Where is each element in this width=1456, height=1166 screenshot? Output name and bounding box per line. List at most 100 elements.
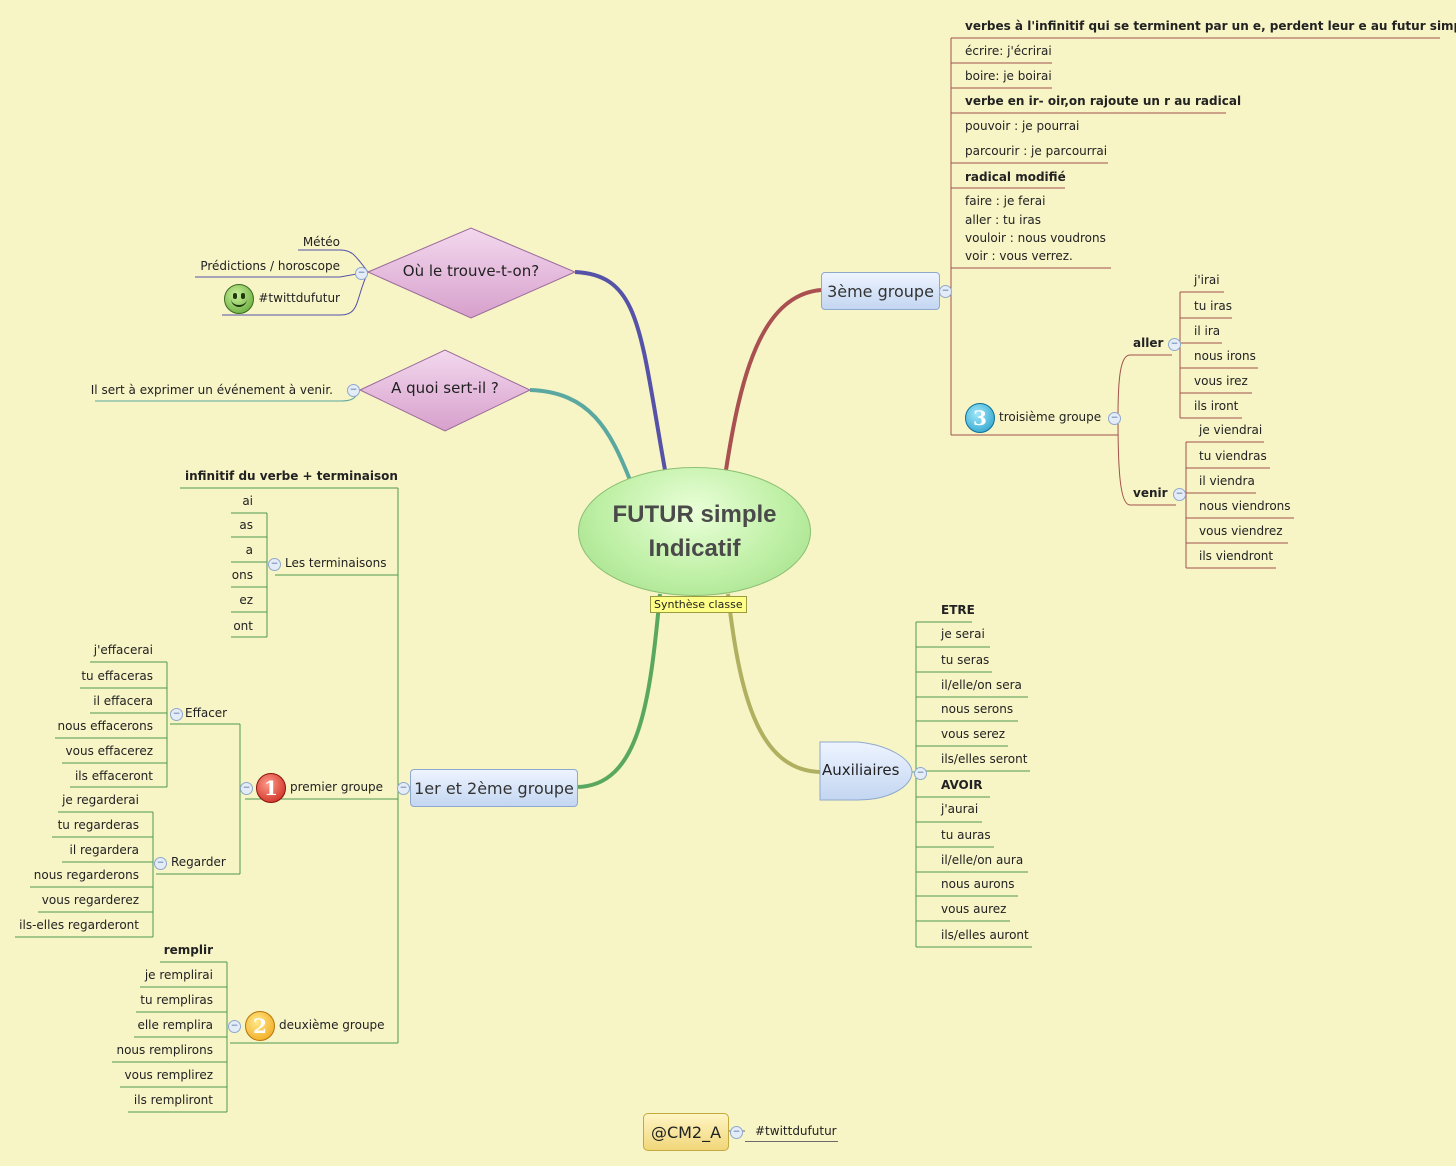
avoir-label[interactable]: AVOIR [941, 778, 983, 792]
aller-form[interactable]: tu iras [1194, 299, 1232, 313]
terminaison[interactable]: ai [242, 494, 253, 508]
footer-tag[interactable]: #twittdufutur [755, 1124, 837, 1138]
g3-example[interactable]: aller : tu iras [965, 213, 1042, 227]
collapse-icon[interactable]: − [914, 767, 927, 780]
g3-rule-1[interactable]: verbes à l'infinitif qui se terminent pa… [965, 19, 1456, 33]
etre-form[interactable]: je serai [941, 627, 985, 641]
collapse-icon[interactable]: − [939, 285, 952, 298]
terminaison[interactable]: ez [239, 593, 253, 607]
etre-form[interactable]: ils/elles seront [941, 752, 1028, 766]
etre-form[interactable]: il/elle/on sera [941, 678, 1022, 692]
regarder-form[interactable]: ils-elles regarderont [19, 918, 139, 932]
ou-topic-title[interactable]: Où le trouve-t-on? [402, 262, 540, 280]
terminaisons-label[interactable]: Les terminaisons [285, 556, 387, 570]
aller-form[interactable]: il ira [1194, 324, 1221, 338]
regarder-form[interactable]: je regarderai [62, 793, 139, 807]
collapse-icon[interactable]: − [730, 1126, 743, 1139]
terminaison[interactable]: ons [231, 568, 253, 582]
terminaison[interactable]: as [239, 518, 253, 532]
effacer-form[interactable]: nous effacerons [57, 719, 153, 733]
etre-form[interactable]: vous serez [941, 727, 1006, 741]
venir-label[interactable]: venir [1133, 486, 1168, 500]
g3-example[interactable]: boire: je boirai [965, 69, 1052, 83]
collapse-icon[interactable]: − [240, 782, 253, 795]
g3-example[interactable]: parcourir : je parcourrai [965, 144, 1108, 158]
avoir-form[interactable]: vous aurez [941, 902, 1007, 916]
collapse-icon[interactable]: − [268, 558, 281, 571]
remplir-form[interactable]: elle remplira [137, 1018, 213, 1032]
venir-form[interactable]: je viendrai [1199, 423, 1263, 437]
g3-example[interactable]: écrire: j'écrirai [965, 44, 1052, 58]
floating-topic-cm2[interactable]: @CM2_A [643, 1113, 729, 1151]
g12-topic[interactable]: 1er et 2ème groupe [410, 769, 578, 807]
remplir-label[interactable]: remplir [163, 943, 213, 957]
troisieme-groupe-label[interactable]: troisième groupe [999, 410, 1102, 424]
collapse-icon[interactable]: − [170, 708, 183, 721]
collapse-icon[interactable]: − [355, 267, 368, 280]
g3-example[interactable]: faire : je ferai [965, 194, 1046, 208]
premier-groupe-label[interactable]: premier groupe [290, 780, 384, 794]
effacer-form[interactable]: j'effacerai [93, 643, 153, 657]
sticker-note[interactable]: Synthèse classe [650, 596, 747, 613]
regarder-label[interactable]: Regarder [171, 855, 226, 869]
avoir-form[interactable]: il/elle/on aura [941, 853, 1024, 867]
collapse-icon[interactable]: − [1108, 412, 1121, 425]
g3-rule-3[interactable]: radical modifié [965, 170, 1066, 184]
ou-item-predictions[interactable]: Prédictions / horoscope [200, 259, 340, 273]
venir-form[interactable]: ils viendront [1199, 549, 1274, 563]
central-topic[interactable]: FUTUR simple Indicatif [578, 467, 811, 596]
remplir-form[interactable]: vous remplirez [124, 1068, 214, 1082]
avoir-form[interactable]: tu auras [941, 828, 991, 842]
venir-form[interactable]: nous viendrons [1199, 499, 1291, 513]
aller-form[interactable]: ils iront [1194, 399, 1239, 413]
remplir-form[interactable]: je remplirai [144, 968, 213, 982]
effacer-form[interactable]: il effacera [93, 694, 153, 708]
aller-label[interactable]: aller [1133, 336, 1164, 350]
aller-form[interactable]: vous irez [1194, 374, 1248, 388]
g3-rule-2[interactable]: verbe en ir- oir,on rajoute un r au radi… [965, 94, 1242, 108]
ou-item-meteo[interactable]: Météo [302, 235, 340, 249]
ou-topic-shape [366, 227, 577, 319]
collapse-icon[interactable]: − [1168, 338, 1181, 351]
etre-form[interactable]: nous serons [941, 702, 1014, 716]
aquoi-item[interactable]: Il sert à exprimer un événement à venir. [90, 383, 333, 397]
collapse-icon[interactable]: − [347, 384, 360, 397]
regarder-form[interactable]: il regardera [69, 843, 139, 857]
ou-item-twitt[interactable]: #twittdufutur [258, 291, 340, 305]
etre-form[interactable]: tu seras [941, 653, 990, 667]
remplir-form[interactable]: ils rempliront [133, 1093, 213, 1107]
regarder-form[interactable]: tu regarderas [57, 818, 139, 832]
remplir-form[interactable]: nous remplirons [116, 1043, 213, 1057]
terminaison[interactable]: a [245, 543, 253, 557]
aux-topic-title[interactable]: Auxiliaires [822, 761, 900, 779]
avoir-form[interactable]: j'aurai [941, 802, 979, 816]
g3-example[interactable]: vouloir : nous voudrons [965, 231, 1106, 245]
aller-form[interactable]: j'irai [1194, 273, 1220, 287]
effacer-label[interactable]: Effacer [185, 706, 228, 720]
avoir-form[interactable]: nous aurons [941, 877, 1015, 891]
effacer-form[interactable]: tu effaceras [81, 669, 153, 683]
g3-example[interactable]: voir : vous verrez. [965, 249, 1073, 263]
effacer-form[interactable]: vous effacerez [65, 744, 153, 758]
venir-form[interactable]: tu viendras [1199, 449, 1267, 463]
effacer-form[interactable]: ils effaceront [74, 769, 153, 783]
regarder-form[interactable]: nous regarderons [33, 868, 139, 882]
avoir-form[interactable]: ils/elles auront [941, 928, 1029, 942]
remplir-form[interactable]: tu rempliras [140, 993, 213, 1007]
venir-form[interactable]: vous viendrez [1199, 524, 1283, 538]
collapse-icon[interactable]: − [154, 857, 167, 870]
venir-form[interactable]: il viendra [1199, 474, 1255, 488]
regarder-form[interactable]: vous regarderez [41, 893, 139, 907]
aller-form[interactable]: nous irons [1194, 349, 1256, 363]
g12-formula[interactable]: infinitif du verbe + terminaison [185, 469, 398, 483]
g3-topic[interactable]: 3ème groupe [821, 272, 940, 310]
collapse-icon[interactable]: − [228, 1020, 241, 1033]
footer-tag-underline [745, 1141, 838, 1142]
terminaison[interactable]: ont [233, 619, 253, 633]
aquoi-topic-title[interactable]: A quoi sert-il ? [391, 379, 499, 397]
collapse-icon[interactable]: − [1173, 488, 1186, 501]
collapse-icon[interactable]: − [397, 782, 410, 795]
g3-example[interactable]: pouvoir : je pourrai [965, 119, 1080, 133]
deuxieme-groupe-label[interactable]: deuxième groupe [279, 1018, 385, 1032]
etre-label[interactable]: ETRE [941, 603, 975, 617]
